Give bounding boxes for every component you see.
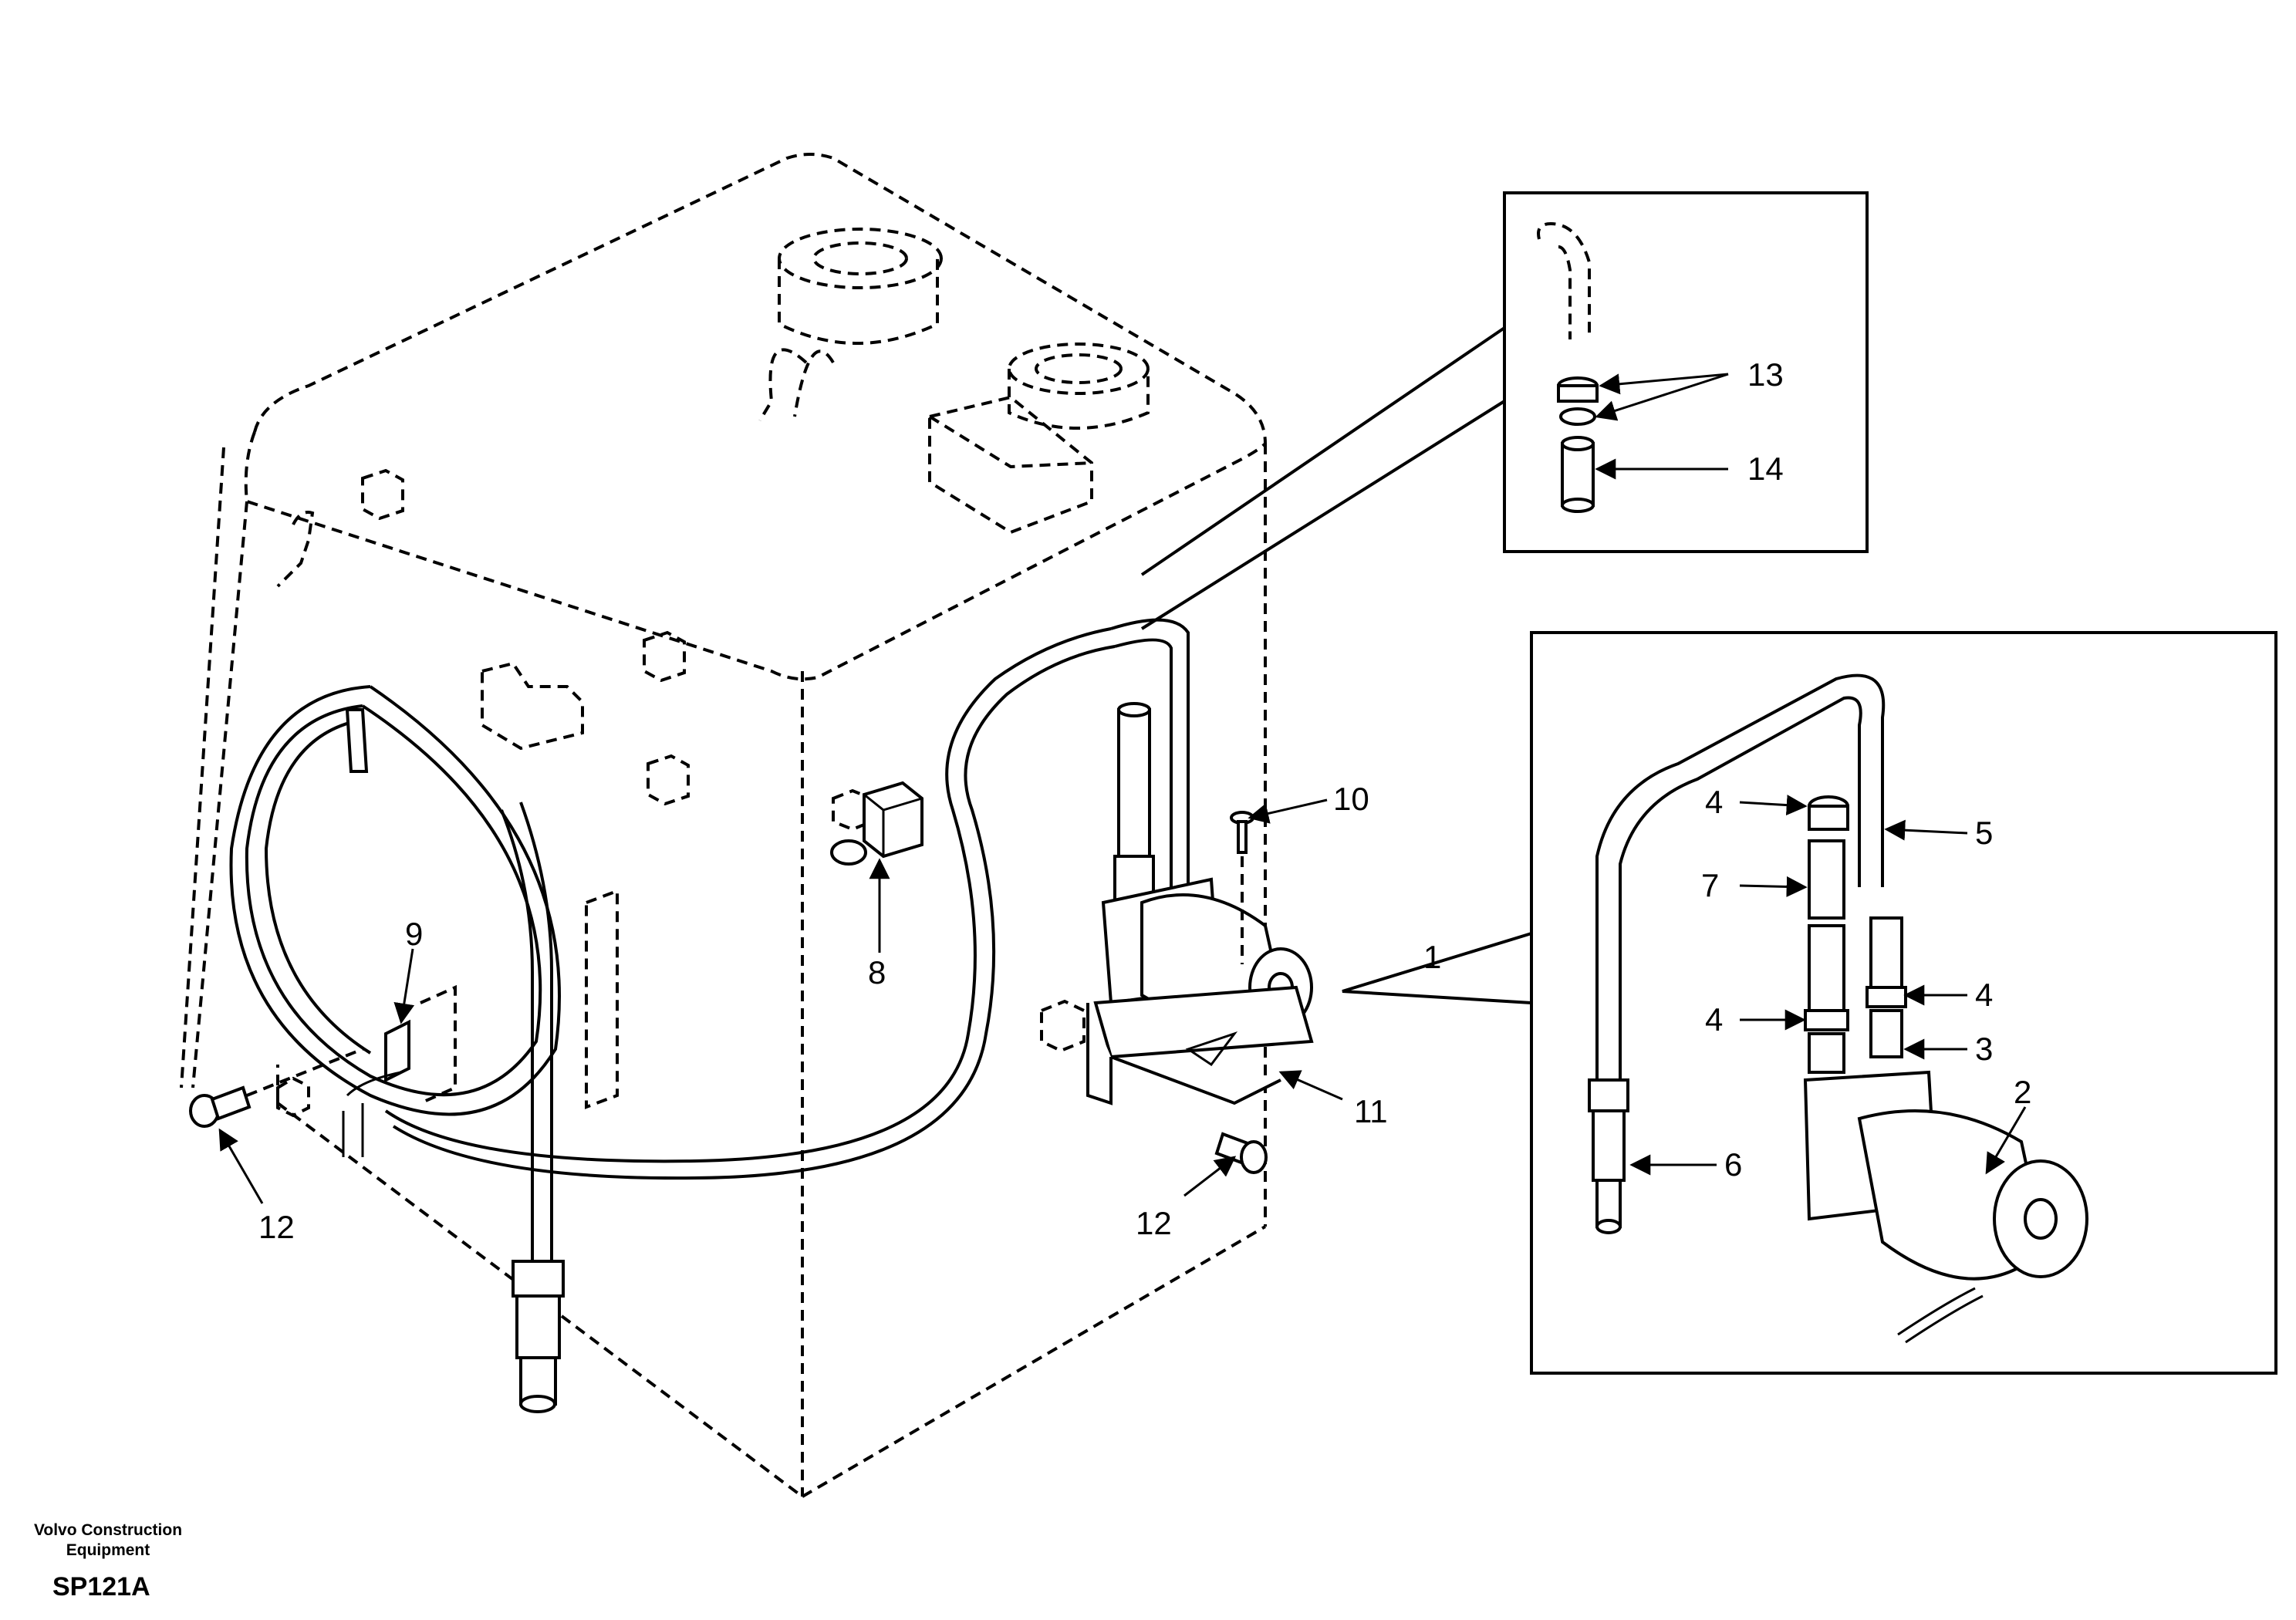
long-hose	[384, 618, 1190, 1180]
bolt-12-left	[189, 1048, 363, 1128]
callout-12-right: 12	[1136, 1205, 1172, 1241]
footer-company-line2: Equipment	[66, 1541, 150, 1559]
footer-company-line1: Volvo Construction	[34, 1521, 182, 1539]
callout-9: 9	[405, 916, 423, 952]
toggle-switch	[830, 781, 923, 866]
detail-pointer-1	[1342, 932, 1532, 1004]
bolt-12-right	[1214, 1132, 1268, 1174]
callout-4-right: 4	[1975, 977, 1993, 1013]
callout-6: 6	[1724, 1146, 1742, 1183]
callout-10: 10	[1333, 781, 1369, 817]
tank-outline	[180, 153, 1267, 1498]
callout-11: 11	[1354, 1093, 1388, 1129]
bracket-9	[342, 1019, 410, 1157]
callout-5: 5	[1975, 815, 1993, 851]
callout-2: 2	[2014, 1074, 2031, 1110]
drawing-code: SP121A	[52, 1572, 150, 1601]
callout-4-top: 4	[1705, 784, 1723, 820]
callout-13: 13	[1747, 356, 1784, 393]
callout-3: 3	[1975, 1031, 1993, 1067]
detail-box-top	[1140, 191, 1869, 630]
detail-box-pump	[1530, 631, 2277, 1375]
callout-8: 8	[868, 954, 886, 991]
callout-12-left: 12	[258, 1209, 295, 1245]
callout-leaders	[218, 373, 2027, 1204]
tank-top-fittings	[276, 228, 1150, 1118]
callout-1: 1	[1423, 939, 1441, 975]
pump-assembly	[1086, 702, 1314, 1105]
hose-loop	[229, 685, 565, 1413]
screw-10	[1230, 811, 1254, 964]
callout-14: 14	[1747, 451, 1784, 487]
callout-7: 7	[1701, 867, 1719, 903]
callout-4-mid: 4	[1705, 1001, 1723, 1038]
